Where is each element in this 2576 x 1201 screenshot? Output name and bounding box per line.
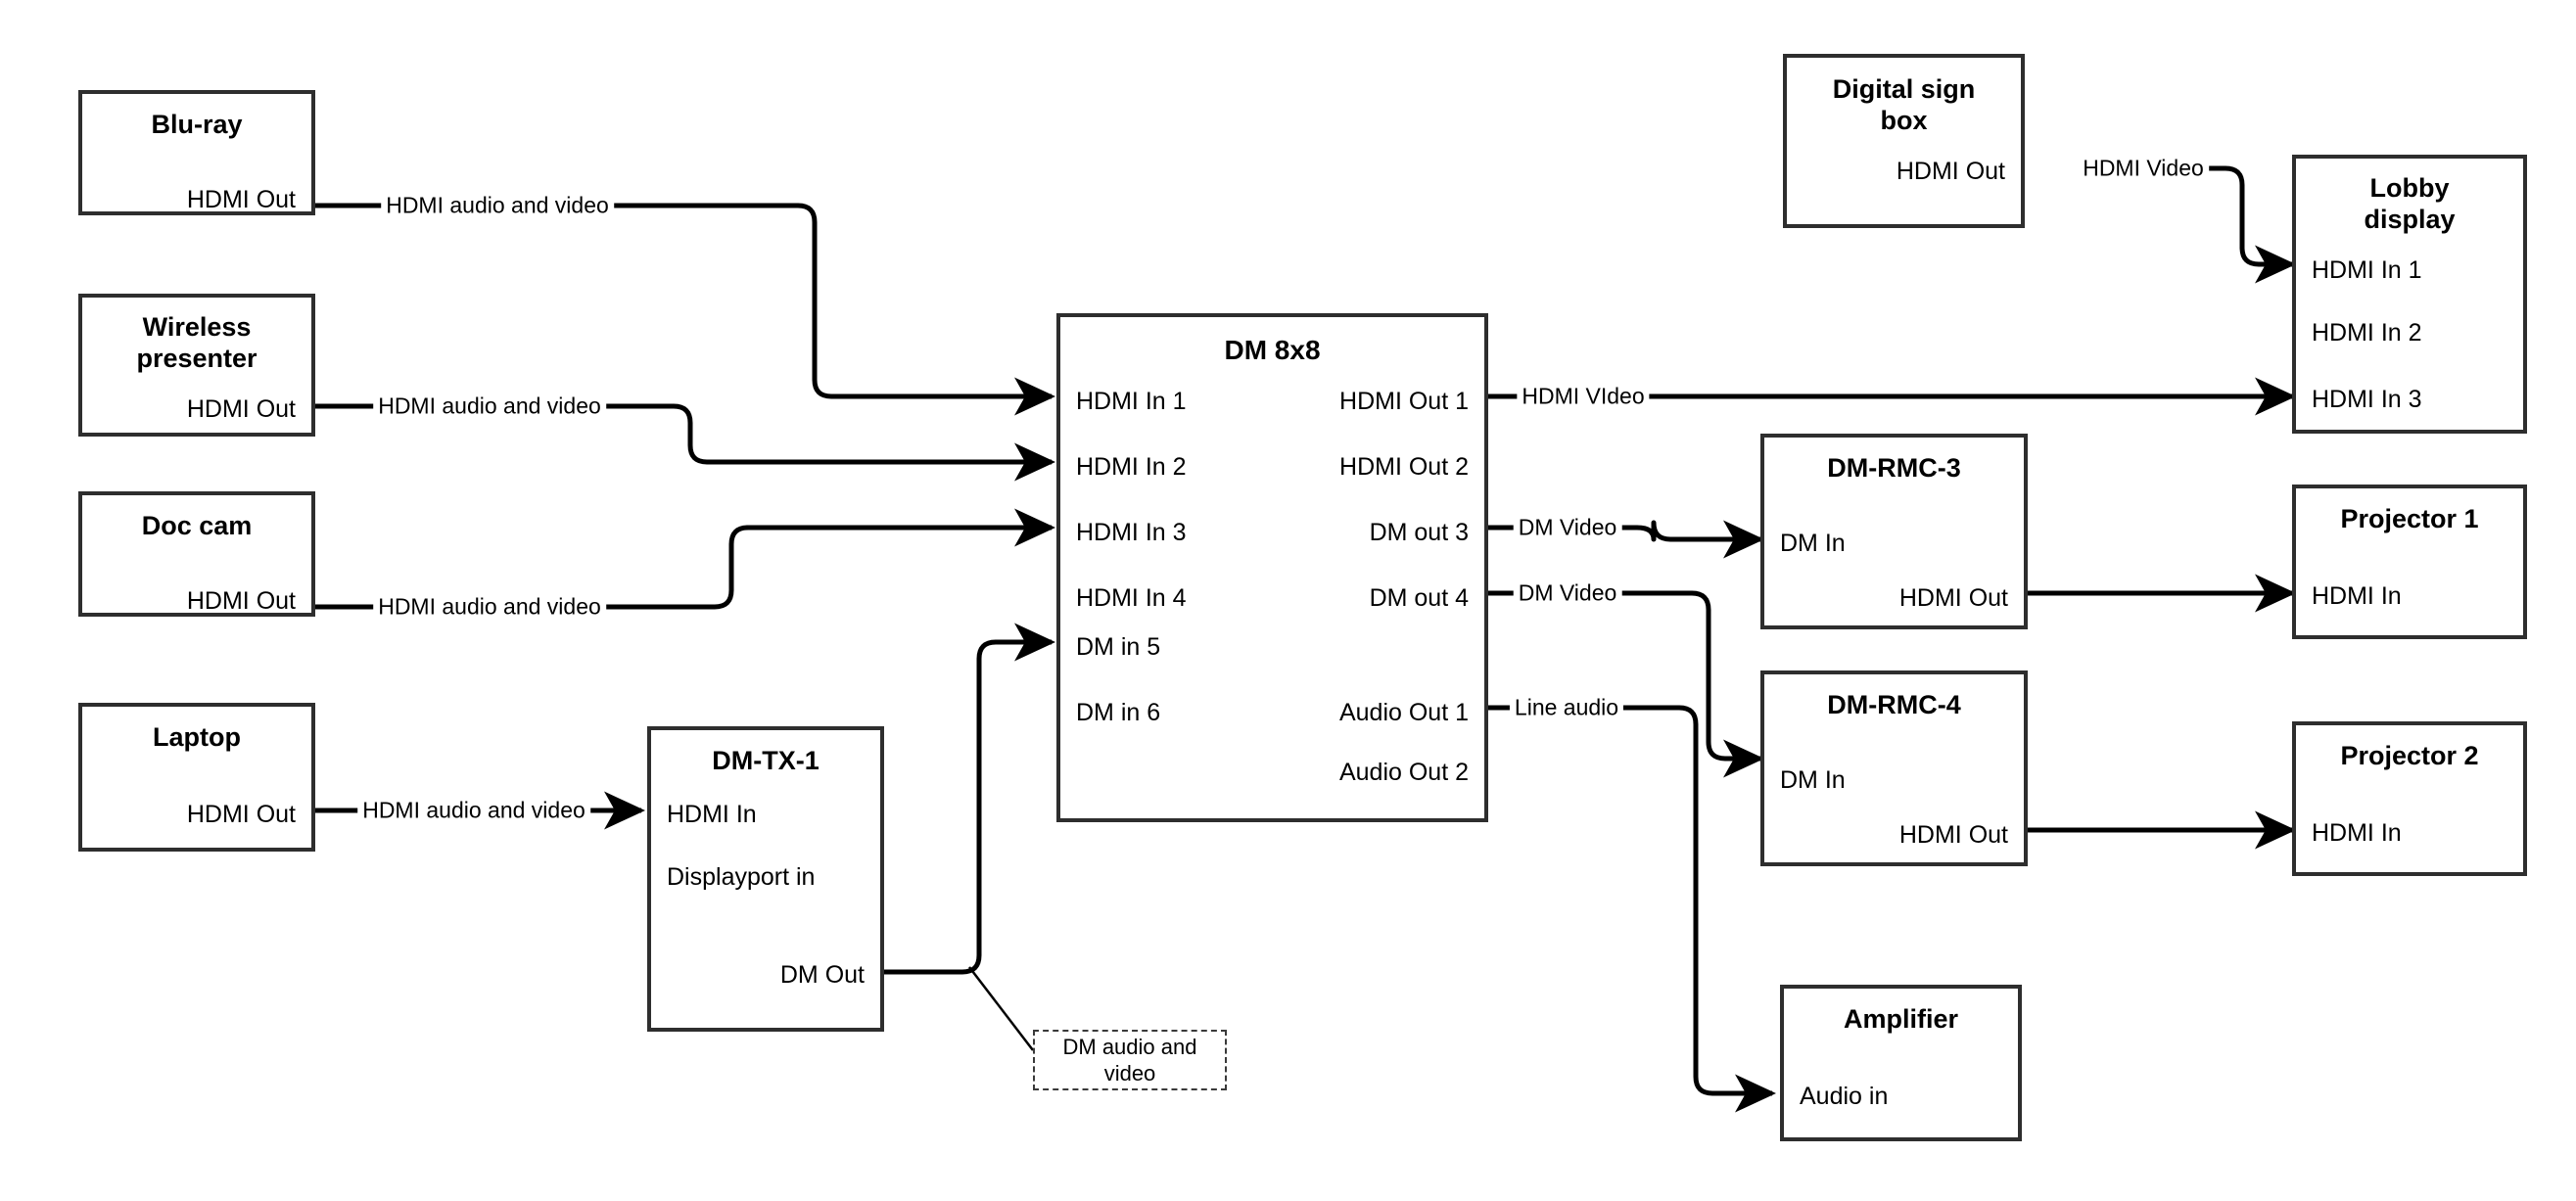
node-dm-8x8-port-hdmi-in-4[interactable]: HDMI In 4 xyxy=(1076,584,1187,612)
node-dm-8x8[interactable]: DM 8x8 HDMI In 1 HDMI In 2 HDMI In 3 HDM… xyxy=(1056,313,1488,822)
node-dm-8x8-port-dm-out-3[interactable]: DM out 3 xyxy=(1369,519,1469,546)
node-dm-8x8-port-hdmi-in-2[interactable]: HDMI In 2 xyxy=(1076,453,1187,481)
node-dm-8x8-port-hdmi-out-2[interactable]: HDMI Out 2 xyxy=(1339,453,1469,481)
node-dm-tx-1[interactable]: DM-TX-1 HDMI In Displayport in DM Out xyxy=(647,726,884,1032)
node-bluray[interactable]: Blu-ray HDMI Out xyxy=(78,90,315,215)
callout-dm-audio-and-video: DM audio and video xyxy=(1033,1030,1227,1090)
wire-label-doccam-to-hdmi-in-3: HDMI audio and video xyxy=(373,593,606,621)
node-dm-8x8-title: DM 8x8 xyxy=(1224,335,1321,365)
node-dm-tx-1-port-dm-out[interactable]: DM Out xyxy=(779,961,865,989)
node-dm-8x8-port-hdmi-in-3[interactable]: HDMI In 3 xyxy=(1076,519,1187,546)
node-dm-8x8-port-audio-out-2[interactable]: Audio Out 2 xyxy=(1338,759,1469,786)
wire-label-laptop-to-dmtx1: HDMI audio and video xyxy=(357,797,590,824)
node-amplifier-title: Amplifier xyxy=(1843,1004,1959,1034)
wire-dm-out-3-to-rmc3 xyxy=(1488,520,1765,559)
node-dm-rmc-3-port-hdmi-out[interactable]: HDMI Out xyxy=(1898,584,2008,612)
wire-audio-out-1-to-amplifier xyxy=(1488,705,1777,1113)
callout-leader-line xyxy=(968,966,1034,1051)
node-laptop-port-hdmi-out[interactable]: HDMI Out xyxy=(186,801,296,828)
node-dm-tx-1-port-displayport-in[interactable]: Displayport in xyxy=(667,863,816,891)
node-digital-sign-box-title: Digital sign box xyxy=(1832,74,1976,136)
node-dm-8x8-port-dm-in-6[interactable]: DM in 6 xyxy=(1076,699,1161,726)
node-lobby-display[interactable]: Lobby display HDMI In 1 HDMI In 2 HDMI I… xyxy=(2292,155,2527,434)
node-lobby-display-title: Lobby display xyxy=(2364,173,2456,235)
wire-dm-out-4-to-rmc4 xyxy=(1488,590,1765,778)
wire-label-bluray-to-hdmi-in-1: HDMI audio and video xyxy=(381,192,614,219)
wire-doccam-to-hdmi-in-3 xyxy=(315,508,1056,610)
node-projector-2-title: Projector 2 xyxy=(2340,741,2479,770)
node-digital-sign-box[interactable]: Digital sign box HDMI Out xyxy=(1783,54,2025,228)
node-dm-rmc-4[interactable]: DM-RMC-4 DM In HDMI Out xyxy=(1760,670,2028,866)
node-doc-cam[interactable]: Doc cam HDMI Out xyxy=(78,491,315,617)
node-wireless-presenter-port-hdmi-out[interactable]: HDMI Out xyxy=(186,395,296,423)
node-bluray-port-hdmi-out[interactable]: HDMI Out xyxy=(186,186,296,213)
wire-label-audio-out-1-to-amplifier: Line audio xyxy=(1509,694,1624,721)
wire-label-dm-out-4-to-rmc4: DM Video xyxy=(1513,579,1622,607)
wire-label-dm-out-3-to-rmc3: DM Video xyxy=(1513,514,1622,541)
node-lobby-display-port-hdmi-in-3[interactable]: HDMI In 3 xyxy=(2312,386,2422,413)
node-dm-8x8-port-hdmi-out-1[interactable]: HDMI Out 1 xyxy=(1339,388,1469,415)
wire-wireless-to-hdmi-in-2 xyxy=(315,403,1056,482)
node-amplifier[interactable]: Amplifier Audio in xyxy=(1780,985,2022,1141)
node-digital-sign-box-port-hdmi-out[interactable]: HDMI Out xyxy=(1896,158,2005,185)
wire-label-digitalsign-to-lobby: HDMI Video xyxy=(2078,155,2209,182)
node-dm-rmc-3-title: DM-RMC-3 xyxy=(1827,453,1961,483)
wire-label-wireless-to-hdmi-in-2: HDMI audio and video xyxy=(373,393,606,420)
node-projector-1-title: Projector 1 xyxy=(2340,504,2479,533)
node-bluray-title: Blu-ray xyxy=(151,110,243,139)
node-dm-tx-1-title: DM-TX-1 xyxy=(712,746,820,775)
node-dm-rmc-4-title: DM-RMC-4 xyxy=(1827,690,1961,719)
wire-label-hdmi-out-1-to-lobby: HDMI VIdeo xyxy=(1517,383,1650,410)
node-projector-2-port-hdmi-in[interactable]: HDMI In xyxy=(2312,819,2402,847)
node-projector-1-port-hdmi-in[interactable]: HDMI In xyxy=(2312,582,2402,610)
node-laptop-title: Laptop xyxy=(153,722,241,752)
callout-dm-audio-and-video-text: DM audio and video xyxy=(1062,1034,1197,1086)
node-wireless-presenter-title: Wireless presenter xyxy=(136,312,258,374)
node-projector-2[interactable]: Projector 2 HDMI In xyxy=(2292,721,2527,876)
node-doc-cam-port-hdmi-out[interactable]: HDMI Out xyxy=(186,587,296,615)
node-wireless-presenter[interactable]: Wireless presenter HDMI Out xyxy=(78,294,315,437)
node-laptop[interactable]: Laptop HDMI Out xyxy=(78,703,315,852)
node-doc-cam-title: Doc cam xyxy=(141,511,253,540)
node-dm-8x8-port-dm-in-5[interactable]: DM in 5 xyxy=(1076,633,1161,661)
wire-dmtx1-to-dm-in-5 xyxy=(884,623,1056,975)
node-lobby-display-port-hdmi-in-1[interactable]: HDMI In 1 xyxy=(2312,256,2422,284)
node-dm-rmc-3[interactable]: DM-RMC-3 DM In HDMI Out xyxy=(1760,434,2028,629)
node-dm-8x8-port-dm-out-4[interactable]: DM out 4 xyxy=(1369,584,1469,612)
wire-digitalsign-to-lobby-hdmi-in-1 xyxy=(2186,165,2297,284)
node-projector-1[interactable]: Projector 1 HDMI In xyxy=(2292,485,2527,639)
node-lobby-display-port-hdmi-in-2[interactable]: HDMI In 2 xyxy=(2312,319,2422,346)
node-dm-rmc-4-port-hdmi-out[interactable]: HDMI Out xyxy=(1898,821,2008,849)
node-dm-rmc-4-port-dm-in[interactable]: DM In xyxy=(1780,766,1846,794)
node-dm-tx-1-port-hdmi-in[interactable]: HDMI In xyxy=(667,801,757,828)
node-dm-8x8-port-audio-out-1[interactable]: Audio Out 1 xyxy=(1338,699,1469,726)
node-dm-rmc-3-port-dm-in[interactable]: DM In xyxy=(1780,530,1846,557)
node-dm-8x8-port-hdmi-in-1[interactable]: HDMI In 1 xyxy=(1076,388,1187,415)
wire-bluray-to-hdmi-in-1 xyxy=(315,203,1056,416)
node-amplifier-port-audio-in[interactable]: Audio in xyxy=(1800,1083,1889,1110)
